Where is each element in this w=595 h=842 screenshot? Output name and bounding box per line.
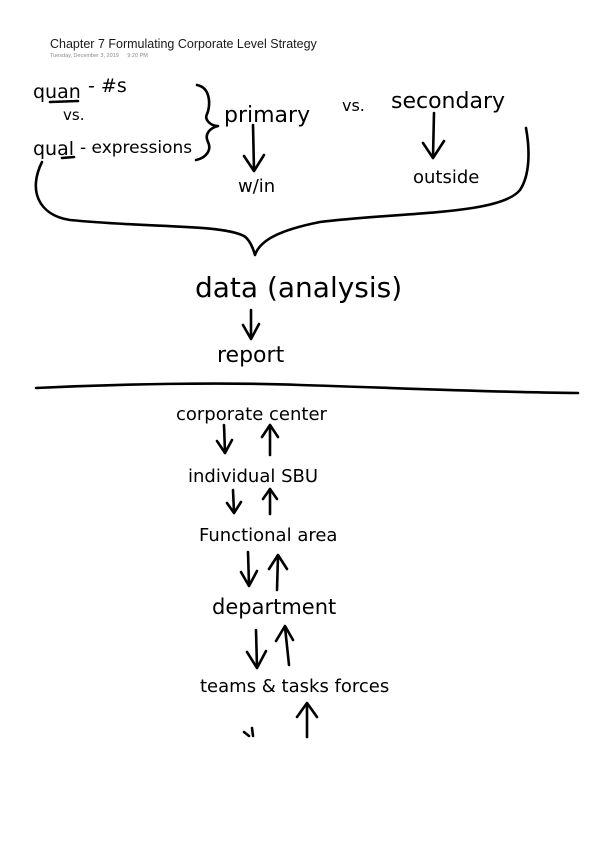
hierarchy-corporate-center: corporate center	[176, 404, 328, 425]
arrow-up-3-shaft	[275, 554, 280, 592]
arrow-down-4-shaft	[254, 628, 259, 669]
arrow-down-5-shaft	[250, 726, 255, 738]
arrow-secondary-head	[421, 139, 446, 160]
hierarchy-functional-area: Functional area	[199, 525, 337, 546]
arrow-primary-head	[242, 153, 266, 173]
arrow-up-3-head	[267, 553, 289, 571]
quan-text: quan	[33, 81, 81, 103]
arrow-up-1-head	[260, 423, 280, 439]
data-analysis-text: data (analysis)	[195, 271, 402, 304]
hierarchy-teams-task-forces: teams & tasks forces	[200, 676, 389, 697]
arrow-up-2-head	[261, 487, 279, 501]
vs-text-middle: vs.	[342, 96, 365, 115]
arrow-down-2-shaft	[231, 488, 236, 514]
report-text: report	[217, 343, 285, 368]
page-title: Chapter 7 Formulating Corporate Level St…	[50, 37, 317, 51]
arrow-down-3-shaft	[246, 550, 251, 587]
note-date: Tuesday, December 3, 2019	[50, 53, 119, 59]
arrow-primary-shaft	[251, 123, 256, 172]
arrow-down-1-shaft	[222, 423, 227, 454]
note-timestamp: Tuesday, December 3, 2019 9:20 PM	[50, 52, 317, 60]
qual-text: qual	[33, 138, 74, 160]
hierarchy-individual-sbu: individual SBU	[188, 466, 318, 487]
arrow-down-3-head	[239, 569, 259, 588]
arrow-data-head	[241, 322, 261, 341]
arrow-secondary-shaft	[431, 111, 436, 159]
quan-definition: - #s	[88, 75, 127, 97]
within-text: w/in	[238, 176, 275, 197]
note-time: 9:20 PM	[127, 53, 148, 59]
primary-text: primary	[224, 103, 310, 128]
arrow-up-4-head	[274, 624, 295, 643]
quan-underline	[48, 99, 80, 104]
arrow-up-4-shaft	[283, 625, 291, 667]
note-header: Chapter 7 Formulating Corporate Level St…	[50, 36, 317, 60]
hierarchy-department: department	[212, 595, 336, 619]
arrow-down-5-head	[242, 730, 251, 738]
arrow-down-2-head	[225, 500, 243, 515]
vs-text-left: vs.	[63, 106, 84, 124]
right-brace	[194, 83, 220, 162]
divider-line	[34, 382, 580, 395]
qual-underline	[60, 155, 76, 160]
bottom-brace	[34, 126, 530, 257]
secondary-text: secondary	[391, 89, 505, 114]
qual-definition: - expressions	[80, 138, 192, 158]
arrow-down-1-head	[215, 438, 234, 455]
outside-text: outside	[413, 167, 479, 188]
arrow-up-5-head	[295, 701, 319, 719]
arrow-down-4-head	[245, 649, 268, 670]
